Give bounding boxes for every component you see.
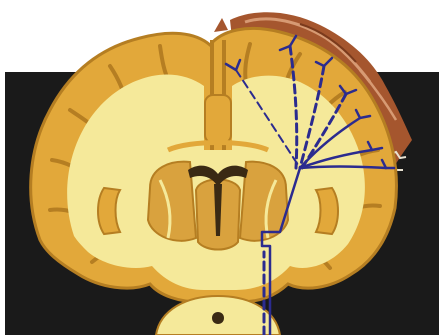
midline-gyrus	[205, 95, 231, 143]
aqueduct	[212, 312, 224, 324]
basal-ganglia-left	[148, 162, 196, 241]
